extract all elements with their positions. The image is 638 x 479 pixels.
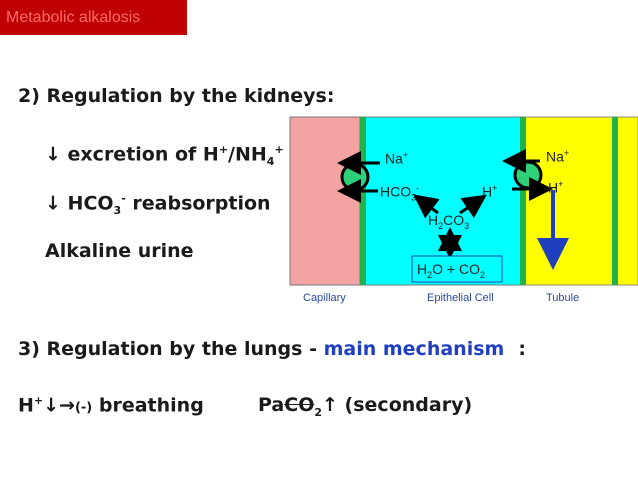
bullet-text: HCO <box>60 192 114 215</box>
lungs-heading: 3) Regulation by the lungs - main mechan… <box>18 338 526 360</box>
to-hco3-arrow <box>413 194 440 219</box>
down-arrow-icon: ↓ <box>45 143 61 166</box>
superscript: + <box>563 148 570 158</box>
na-right-label: Na+ <box>546 148 569 165</box>
kidney-heading: 2) Regulation by the kidneys: <box>18 85 335 107</box>
h-right-label: H+ <box>548 179 563 196</box>
superscript: + <box>402 150 409 160</box>
tubule-wall <box>612 117 618 285</box>
bullet-text: excretion of H <box>60 143 219 166</box>
carrier-left-icon <box>340 162 370 192</box>
main-mechanism-text: main mechanism <box>323 338 505 360</box>
carrier-right-icon <box>513 160 543 190</box>
capillary-label: Capillary <box>303 292 346 304</box>
na-left-label: Na+ <box>385 150 408 167</box>
h2o-co2-label: H2O + CO2 <box>417 261 485 280</box>
subscript: 3 <box>464 220 470 231</box>
slide-title: Metabolic alkalosis <box>6 9 141 26</box>
co-text: CO <box>284 394 315 416</box>
bullet-text: reabsorption <box>125 192 271 215</box>
label-base: CO <box>443 212 465 228</box>
h-mid-label: H+ <box>482 183 497 200</box>
tubule-label: Tubule <box>546 292 580 304</box>
to-h-arrow <box>459 194 487 219</box>
colon-text: : <box>518 338 526 360</box>
capillary-region <box>289 116 361 286</box>
subscript: 2 <box>480 269 486 280</box>
subscript: 2 <box>314 405 323 419</box>
label-base: Na <box>546 148 564 165</box>
down-right-arrow-icon: ↓→ <box>43 394 75 417</box>
basolateral-membrane <box>360 117 366 285</box>
tubule-region <box>524 116 638 286</box>
apical-membrane-left <box>520 117 526 285</box>
label-base: O + CO <box>432 261 480 277</box>
label-base: H <box>548 179 559 196</box>
down-arrow-icon: ↓ <box>45 192 61 215</box>
negative-text: (-) <box>74 400 93 416</box>
h2co3-label: H2CO3 <box>428 212 469 231</box>
superscript: - <box>121 192 126 205</box>
label-base: HCO <box>380 183 412 200</box>
superscript: + <box>33 394 44 407</box>
h2o-co2-box <box>411 255 503 283</box>
superscript: + <box>492 183 498 193</box>
superscript: - <box>416 183 420 193</box>
up-arrow-icon: ↑ <box>322 394 338 416</box>
paco2-line: PaCO2↑ (secondary) <box>258 394 472 419</box>
superscript: + <box>218 143 229 156</box>
h-text: H <box>18 394 34 417</box>
label-base: Na <box>385 150 403 167</box>
breathing-line: H+↓→(-) breathing <box>18 394 204 416</box>
superscript: + <box>274 143 284 156</box>
subscript: 2 <box>427 269 433 280</box>
bullet-text: /NH <box>228 143 267 166</box>
hco3-label: HCO3- <box>380 183 419 202</box>
subscript: 3 <box>411 192 417 203</box>
breathing-text: breathing <box>92 394 204 417</box>
label-base: H <box>417 261 428 277</box>
bullet-alkaline-urine: Alkaline urine <box>45 240 194 262</box>
secondary-text: (secondary) <box>337 394 473 416</box>
pa-text: Pa <box>258 394 285 416</box>
subscript: 3 <box>113 204 122 218</box>
epithelial-cell-label: Epithelial Cell <box>427 292 494 304</box>
lungs-heading-text: 3) Regulation by the lungs - <box>18 338 324 360</box>
label-base: H <box>482 183 493 200</box>
subscript: 2 <box>438 220 444 231</box>
bullet-hco3-reabsorption: ↓ HCO3- reabsorption <box>45 192 271 217</box>
label-base: H <box>428 212 439 228</box>
subscript: 4 <box>266 155 275 169</box>
bullet-h-excretion: ↓ excretion of H+/NH4+ <box>45 143 284 168</box>
title-banner: Metabolic alkalosis <box>0 0 187 35</box>
superscript: + <box>558 179 564 189</box>
